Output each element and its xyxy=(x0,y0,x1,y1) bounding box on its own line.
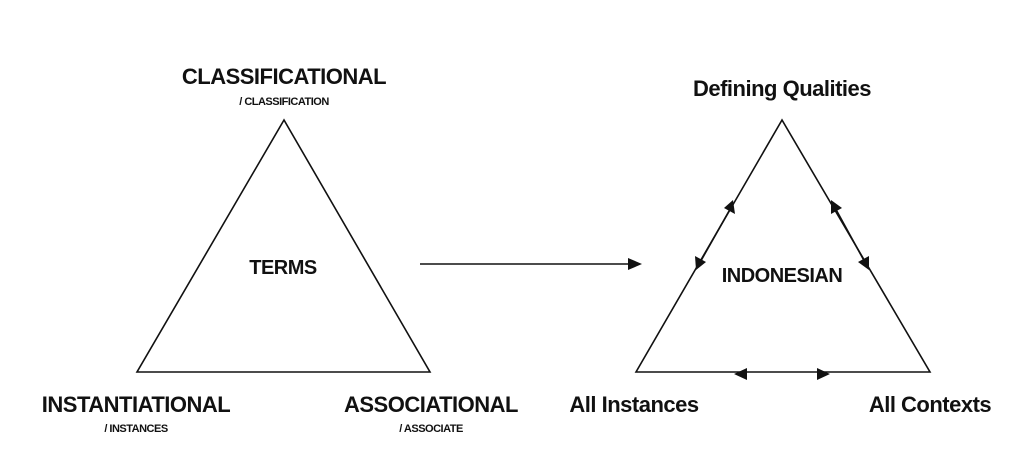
right-edge-arrow-head-up xyxy=(831,200,842,214)
left-bottom-left-title: INSTANTIATIONAL xyxy=(42,392,230,417)
right-triangle-group: INDONESIAN Defining Qualities All Instan… xyxy=(569,76,992,417)
left-edge-arrow-head-up xyxy=(724,200,735,214)
right-center-label: INDONESIAN xyxy=(722,265,843,287)
right-bottom-right-label: All Contexts xyxy=(869,392,992,417)
transition-arrow-head xyxy=(628,258,642,270)
left-edge-arrow-line xyxy=(697,203,734,267)
right-triangle xyxy=(634,118,932,373)
left-edge-arrow-head-down xyxy=(695,256,706,270)
left-triangle xyxy=(135,118,432,373)
left-triangle-group: TERMS CLASSIFICATIONAL / CLASSIFICATION … xyxy=(42,64,519,435)
right-edge-arrow-line xyxy=(832,203,868,267)
transition-arrow xyxy=(420,258,642,270)
left-bottom-left-subtitle: / INSTANCES xyxy=(104,423,168,435)
left-top-subtitle: / CLASSIFICATION xyxy=(239,96,329,108)
right-edge-arrow-head-down xyxy=(858,256,869,270)
left-center-label: TERMS xyxy=(249,257,317,279)
bottom-edge-arrow-head-left xyxy=(734,368,747,380)
left-bottom-right-subtitle: / ASSOCIATE xyxy=(399,423,463,435)
right-top-label: Defining Qualities xyxy=(693,76,871,101)
left-bottom-right-title: ASSOCIATIONAL xyxy=(344,392,518,417)
right-bottom-left-label: All Instances xyxy=(569,392,698,417)
bottom-edge-arrow-head-right xyxy=(817,368,830,380)
left-top-title: CLASSIFICATIONAL xyxy=(182,64,386,89)
